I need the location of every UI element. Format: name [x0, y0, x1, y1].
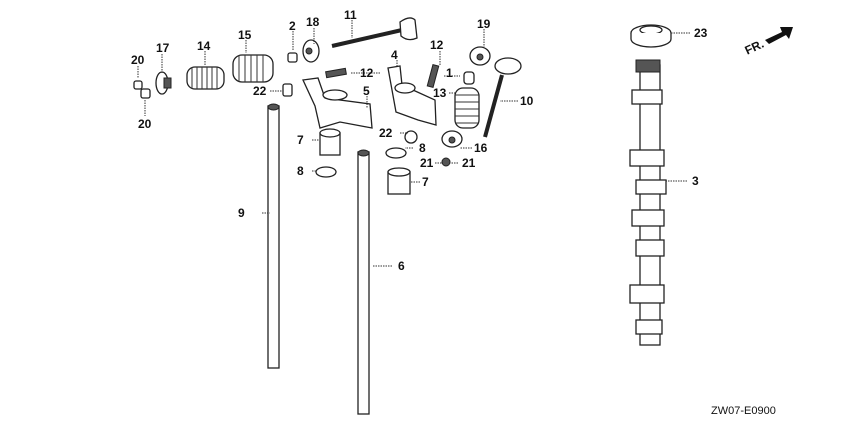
part-label-5: 5 — [363, 84, 370, 98]
part-label-20: 20 — [131, 53, 145, 67]
part-label-21: 21 — [462, 156, 476, 170]
part-label-16: 16 — [474, 141, 488, 155]
part-label-9: 9 — [238, 206, 245, 220]
part-label-23: 23 — [694, 26, 708, 40]
ring-8b — [385, 147, 407, 159]
spring-1 — [463, 71, 475, 85]
part-label-18: 18 — [306, 15, 320, 29]
pushrod-6 — [357, 149, 370, 415]
part-label-17: 17 — [156, 41, 170, 55]
cotter-21 — [441, 157, 451, 167]
retainer-17 — [155, 71, 172, 95]
part-label-13: 13 — [433, 86, 447, 100]
valve-spring-14 — [186, 66, 225, 90]
part-label-4: 4 — [391, 48, 398, 62]
valve-spring-13 — [454, 87, 480, 129]
front-direction-label: FR. — [743, 37, 766, 58]
rocker-arm-5 — [302, 77, 373, 129]
diagram-code: ZW07-E0900 — [711, 405, 776, 417]
valve-spring-15 — [232, 54, 274, 83]
part-label-2: 2 — [289, 19, 296, 33]
ring-8a — [315, 166, 337, 178]
part-label-15: 15 — [238, 28, 252, 42]
part-label-8: 8 — [419, 141, 426, 155]
adjust-screw-12a — [325, 67, 347, 79]
part-label-20: 20 — [138, 117, 152, 131]
part-label-14: 14 — [197, 39, 211, 53]
part-label-12: 12 — [360, 66, 374, 80]
leader-lines — [137, 20, 690, 267]
collar-7a — [319, 128, 341, 156]
part-label-21: 21 — [420, 156, 434, 170]
nut-22b — [404, 130, 418, 144]
camshaft-3 — [629, 59, 667, 346]
valve-11 — [331, 17, 418, 48]
part-label-12: 12 — [430, 38, 444, 52]
part-label-7: 7 — [422, 175, 429, 189]
part-label-8: 8 — [297, 164, 304, 178]
oil-seal-23 — [630, 24, 672, 48]
adjust-screw-12b — [426, 63, 440, 89]
front-direction-arrow-icon — [765, 27, 793, 44]
nut-22a — [282, 83, 293, 97]
spring-2 — [287, 52, 298, 63]
rocker-arm-4 — [387, 65, 437, 126]
part-label-7: 7 — [297, 133, 304, 147]
pushrod-9 — [267, 103, 280, 369]
retainer-16 — [441, 130, 463, 148]
seal-18 — [302, 39, 320, 63]
valve-10 — [483, 57, 522, 138]
valve-cotter-20 — [133, 80, 151, 99]
part-label-3: 3 — [692, 174, 699, 188]
part-label-1: 1 — [446, 66, 453, 80]
part-label-22: 22 — [379, 126, 393, 140]
part-label-10: 10 — [520, 94, 534, 108]
part-label-6: 6 — [398, 259, 405, 273]
collar-7b — [387, 167, 411, 195]
seal-19 — [469, 46, 491, 66]
part-label-22: 22 — [253, 84, 267, 98]
part-label-19: 19 — [477, 17, 491, 31]
part-label-11: 11 — [344, 8, 357, 22]
